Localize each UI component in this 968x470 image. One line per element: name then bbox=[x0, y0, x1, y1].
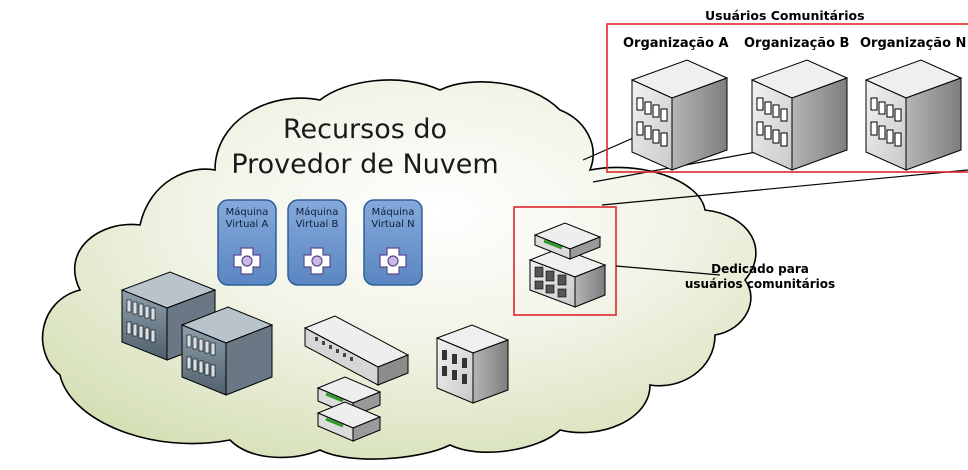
vm-icon-n bbox=[363, 199, 423, 286]
vm-label-a-line2: Virtual A bbox=[225, 219, 269, 230]
dedicated-label-line1: Dedicado para bbox=[711, 262, 809, 276]
connector-org-n bbox=[601, 169, 968, 206]
cloud-title-line1: Recursos do bbox=[282, 114, 448, 145]
rack-server-icon-2 bbox=[180, 306, 274, 396]
vm-label-n-line2: Virtual N bbox=[371, 219, 415, 230]
vm-icon-b bbox=[287, 199, 347, 286]
cloud-title-line2: Provedor de Nuvem bbox=[231, 149, 499, 180]
building-icon-org-b bbox=[750, 59, 849, 171]
vm-label-n: Máquina Virtual N bbox=[364, 207, 422, 231]
network-switch-icon bbox=[303, 315, 410, 386]
vm-label-b: Máquina Virtual B bbox=[288, 207, 346, 231]
connector-org-a bbox=[582, 134, 641, 161]
vm-icon-a bbox=[217, 199, 277, 286]
vm-label-a-line1: Máquina bbox=[225, 207, 269, 218]
community-users-box bbox=[606, 23, 968, 173]
cloud-title: Recursos do Provedor de Nuvem bbox=[210, 112, 520, 182]
org-label-a: Organização A bbox=[623, 36, 729, 51]
building-icon-org-a bbox=[630, 59, 729, 171]
vm-label-b-line2: Virtual B bbox=[295, 219, 339, 230]
dedicated-label-line2: usuários comunitários bbox=[684, 277, 836, 291]
storage-unit-icon bbox=[435, 324, 510, 404]
org-label-n: Organização N bbox=[860, 36, 967, 51]
community-users-title: Usuários Comunitários bbox=[705, 8, 865, 23]
stacked-server-icon bbox=[316, 376, 382, 442]
vm-label-b-line1: Máquina bbox=[295, 207, 339, 218]
dedicated-highlight-box bbox=[513, 206, 617, 316]
building-icon-org-n bbox=[864, 59, 963, 171]
org-label-b: Organização B bbox=[744, 36, 850, 51]
vm-label-n-line1: Máquina bbox=[371, 207, 415, 218]
dedicated-label: Dedicado para usuários comunitários bbox=[680, 262, 840, 292]
dedicated-pointer-line bbox=[615, 265, 721, 276]
dedicated-server-icon bbox=[528, 222, 607, 308]
vm-label-a: Máquina Virtual A bbox=[218, 207, 276, 231]
